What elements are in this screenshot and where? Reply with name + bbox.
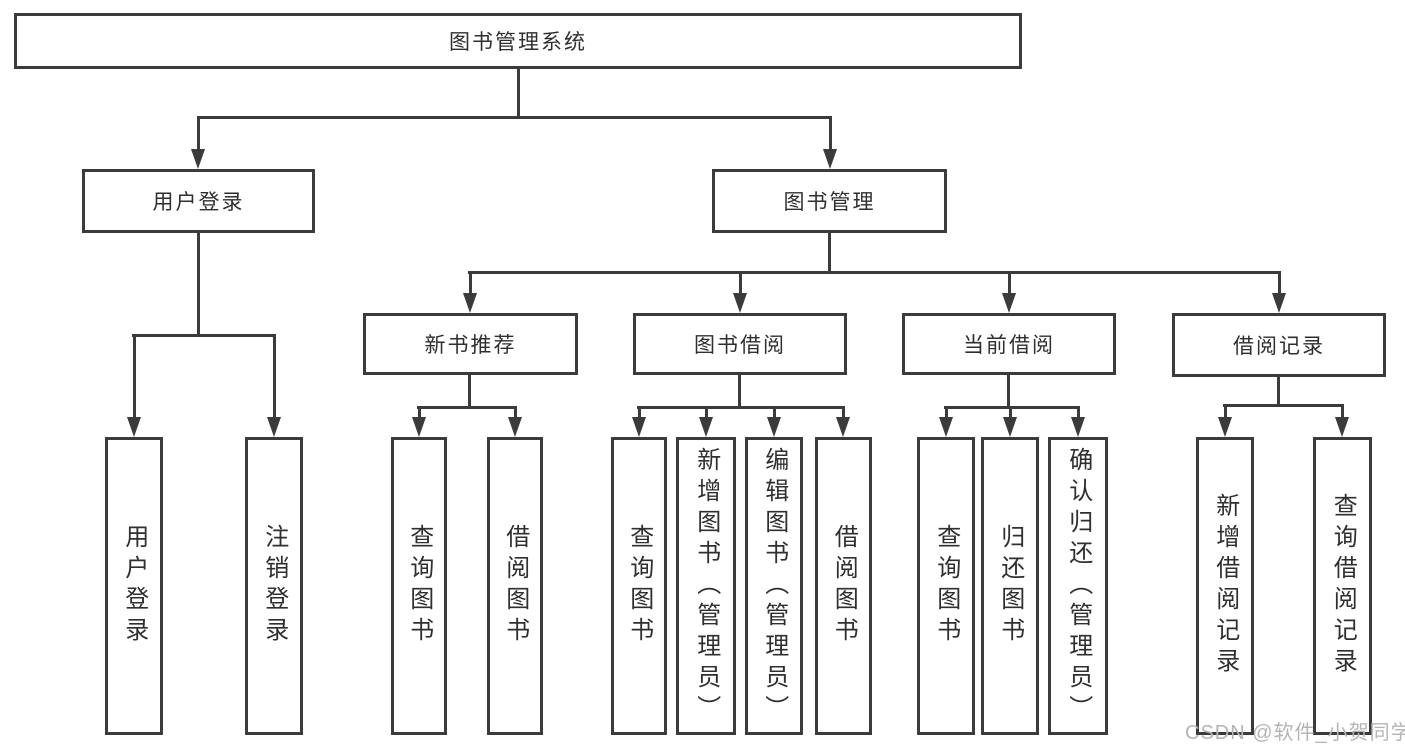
leaf-edit-book-admin: 编辑图书（管理员）: [745, 437, 803, 735]
arrow-down-icon: [508, 417, 522, 437]
arrow-stem: [197, 116, 200, 149]
leaf-confirm-return-admin-label: 确认归还（管理员）: [1064, 446, 1092, 726]
leaf-borrow-borrow-book: 借阅图书: [815, 437, 872, 735]
arrow-down-icon: [1002, 293, 1016, 313]
arrow-down-icon: [823, 149, 837, 169]
arrow-stem: [705, 406, 708, 417]
arrow-stem: [418, 406, 421, 417]
leaf-user-login-label: 用户登录: [120, 524, 148, 648]
leaf-add-book-admin-label: 新增图书（管理员）: [692, 446, 720, 726]
node-root-label: 图书管理系统: [449, 31, 587, 54]
arrow-stem: [1224, 404, 1227, 417]
arrow-down-icon: [632, 417, 646, 437]
node-root: 图书管理系统: [14, 13, 1022, 69]
leaf-add-book-admin: 新增图书（管理员）: [676, 437, 736, 735]
leaf-confirm-return-admin: 确认归还（管理员）: [1048, 437, 1108, 735]
leaf-query-borrow-record-label: 查询借阅记录: [1329, 493, 1357, 679]
arrow-down-icon: [1218, 417, 1232, 437]
leaf-edit-book-admin-label: 编辑图书（管理员）: [760, 446, 788, 726]
node-book-management: 图书管理: [712, 169, 947, 233]
leaf-return-book-label: 归还图书: [996, 524, 1024, 648]
leaf-query-borrow-record: 查询借阅记录: [1313, 437, 1372, 735]
node-book-borrow-label: 图书借阅: [694, 334, 786, 357]
connector-userlogin-branch: [132, 334, 276, 337]
arrow-stem: [1008, 271, 1011, 293]
connector-recommend-branch: [417, 406, 517, 409]
connector-root-stub: [517, 69, 520, 118]
leaf-borrow-query-book-label: 查询图书: [625, 524, 653, 648]
arrow-stem: [1278, 271, 1281, 293]
arrow-down-icon: [1071, 417, 1085, 437]
connector-current-stub: [1007, 375, 1010, 408]
arrow-down-icon: [412, 417, 426, 437]
leaf-return-book: 归还图书: [981, 437, 1039, 735]
arrow-down-icon: [733, 293, 747, 313]
connector-borrow-stub: [738, 375, 741, 408]
arrow-stem: [638, 406, 641, 417]
arrow-stem: [773, 406, 776, 417]
arrow-down-icon: [1003, 417, 1017, 437]
node-book-management-label: 图书管理: [783, 191, 876, 214]
arrow-down-icon: [463, 293, 477, 313]
node-user-login: 用户登录: [82, 169, 315, 233]
node-new-book-recommend: 新书推荐: [363, 313, 578, 375]
leaf-recommend-query-book: 查询图书: [391, 437, 447, 735]
connector-level2-branch: [197, 116, 832, 119]
leaf-current-query-book-label: 查询图书: [932, 524, 960, 648]
csdn-watermark: CSDN @软件_小贺同学: [1185, 722, 1405, 744]
arrow-stem: [842, 406, 845, 417]
leaf-logout: 注销登录: [245, 437, 303, 735]
arrow-down-icon: [699, 417, 713, 437]
arrow-stem: [945, 406, 948, 417]
connector-userlogin-stub: [197, 233, 200, 336]
leaf-recommend-query-book-label: 查询图书: [405, 524, 433, 648]
node-book-borrow: 图书借阅: [633, 313, 847, 375]
leaf-recommend-borrow-book-label: 借阅图书: [501, 524, 529, 648]
connector-borrow-branch: [637, 406, 845, 409]
arrow-stem: [1009, 406, 1012, 417]
node-borrow-record-label: 借阅记录: [1233, 335, 1325, 358]
node-new-book-recommend-label: 新书推荐: [424, 334, 517, 357]
connector-recommend-stub: [468, 375, 471, 408]
leaf-recommend-borrow-book: 借阅图书: [487, 437, 543, 735]
node-current-borrow-label: 当前借阅: [963, 334, 1055, 357]
arrow-down-icon: [127, 417, 141, 437]
arrow-stem: [1077, 406, 1080, 417]
arrow-down-icon: [939, 417, 953, 437]
arrow-down-icon: [191, 149, 205, 169]
connector-level3-branch: [468, 271, 1281, 274]
leaf-logout-label: 注销登录: [260, 524, 288, 648]
leaf-user-login: 用户登录: [105, 437, 163, 735]
node-current-borrow: 当前借阅: [902, 313, 1116, 375]
arrow-down-icon: [836, 417, 850, 437]
arrow-stem: [133, 334, 136, 417]
connector-record-stub: [1277, 377, 1280, 406]
arrow-down-icon: [1335, 417, 1349, 437]
leaf-add-borrow-record: 新增借阅记录: [1196, 437, 1254, 735]
leaf-borrow-borrow-book-label: 借阅图书: [830, 524, 858, 648]
arrow-stem: [469, 271, 472, 293]
connector-record-branch: [1223, 404, 1344, 407]
node-user-login-label: 用户登录: [152, 191, 245, 214]
arrow-down-icon: [267, 417, 281, 437]
arrow-stem: [273, 334, 276, 417]
arrow-down-icon: [767, 417, 781, 437]
node-borrow-record: 借阅记录: [1172, 313, 1386, 377]
leaf-add-borrow-record-label: 新增借阅记录: [1211, 493, 1239, 679]
arrow-stem: [739, 271, 742, 293]
connector-bookmgmt-stub: [828, 233, 831, 273]
arrow-down-icon: [1272, 293, 1286, 313]
arrow-stem: [1341, 404, 1344, 417]
arrow-stem: [829, 116, 832, 149]
leaf-current-query-book: 查询图书: [917, 437, 975, 735]
connector-current-branch: [944, 406, 1080, 409]
leaf-borrow-query-book: 查询图书: [611, 437, 667, 735]
arrow-stem: [514, 406, 517, 417]
